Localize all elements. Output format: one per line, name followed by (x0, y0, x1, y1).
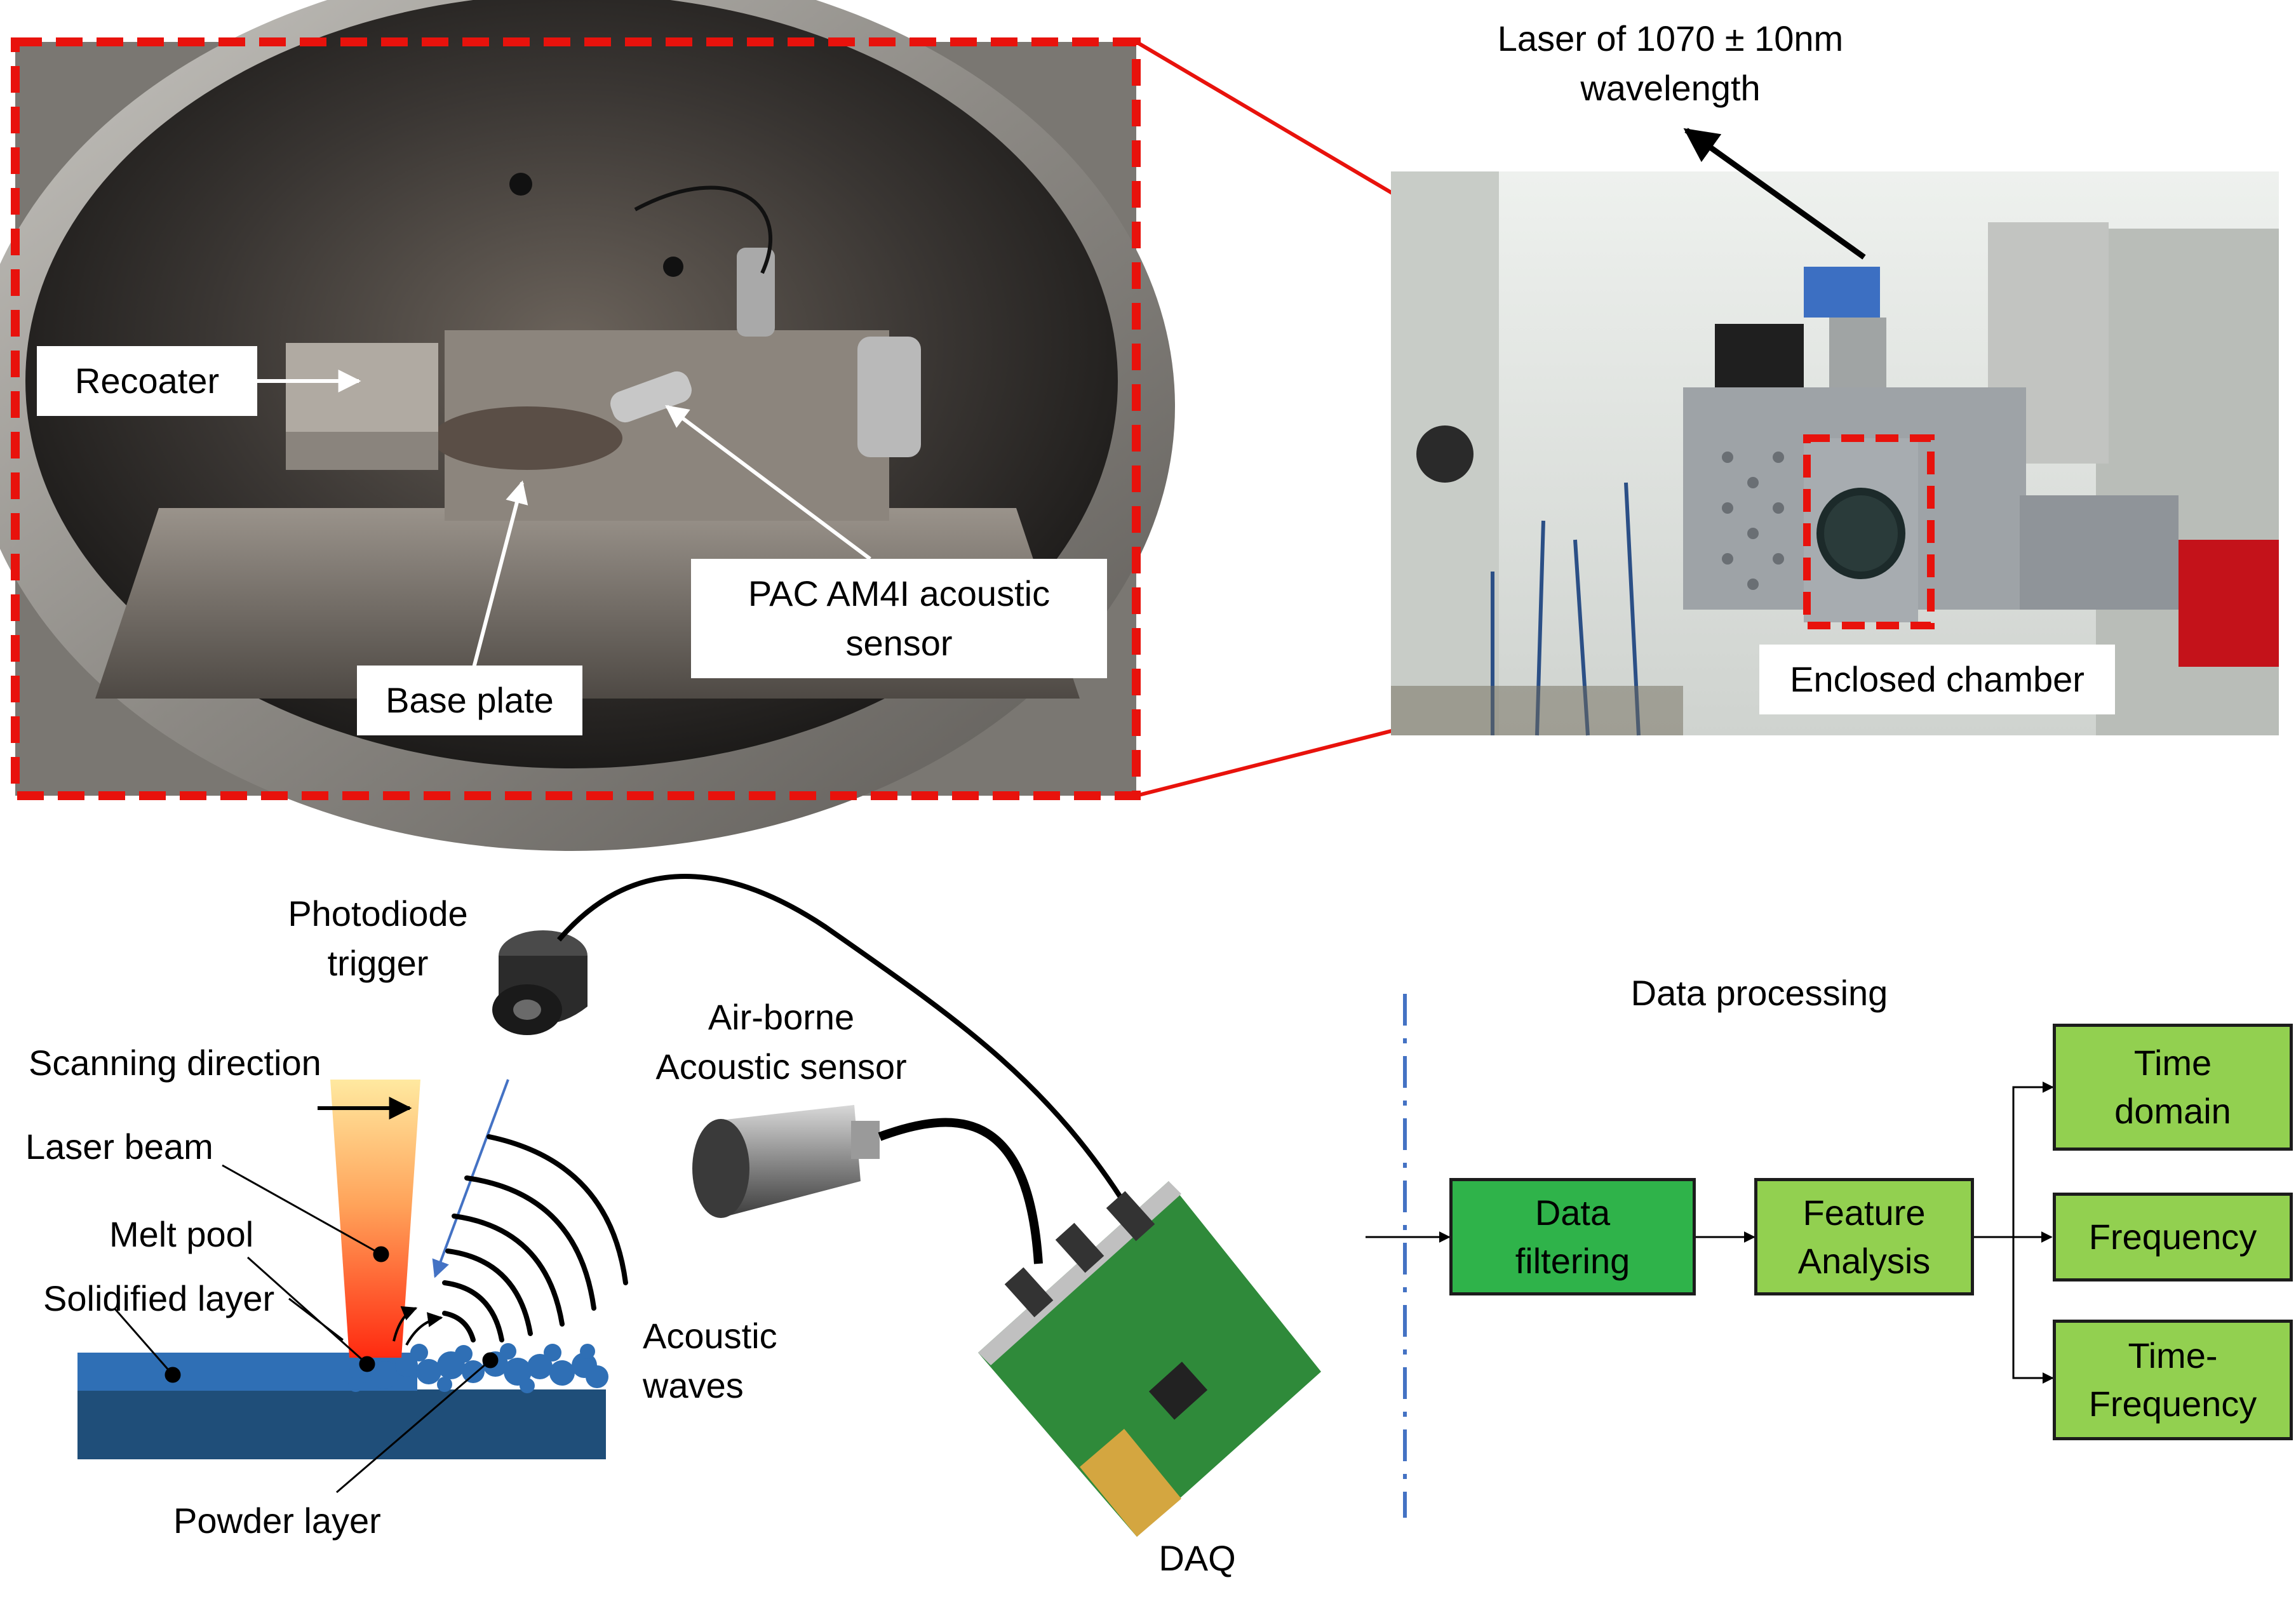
feature-analysis-line2: Analysis (1797, 1240, 1931, 1281)
recoater-label-box: Recoater (37, 346, 257, 416)
airborne-sensor-device (692, 1105, 880, 1218)
time-domain-line2: domain (2114, 1091, 2231, 1131)
base-plate-label-box: Base plate (357, 666, 582, 735)
photodiode-label-line2: trigger (327, 943, 429, 983)
melt-pool-label: Melt pool (109, 1214, 254, 1254)
sensor-label-box: PAC AM4I acoustic sensor (691, 559, 1107, 678)
feature-analysis-line1: Feature (1803, 1192, 1926, 1233)
sensor-cable (878, 1118, 1043, 1264)
spatter-arrow-1 (405, 1312, 443, 1346)
acoustic-waves-label: Acoustic waves (643, 1311, 777, 1410)
laser-label: Laser of 1070 ± 10nm wavelength (1448, 14, 1893, 113)
photodiode-label: Photodiode trigger (251, 889, 505, 988)
recoater-label: Recoater (74, 361, 220, 401)
acoustic-waves-line2: waves (643, 1365, 744, 1405)
base-plate-arrow (471, 480, 528, 671)
data-filtering-line2: filtering (1515, 1240, 1630, 1281)
leader-lines (113, 1164, 499, 1494)
airborne-sensor-label: Air-borne Acoustic sensor (635, 993, 927, 1092)
photodiode-label-line1: Photodiode (288, 893, 468, 933)
laser-beam-label: Laser beam (25, 1127, 213, 1167)
data-processing-title: Data processing (1630, 973, 1888, 1013)
chamber-photo (0, 0, 1175, 851)
frequency-label: Frequency (2088, 1217, 2257, 1257)
sensor-label-line1: PAC AM4I acoustic (748, 573, 1051, 613)
laser-arrow (1683, 128, 1866, 260)
powder-layer-label: Powder layer (173, 1501, 381, 1541)
sensor-arrow (665, 405, 871, 561)
daq-card (978, 1181, 1321, 1537)
spatter-arrow-2 (393, 1306, 418, 1342)
time-frequency-line1: Time- (2128, 1335, 2218, 1375)
solidified-layer-label: Solidified layer (43, 1278, 275, 1318)
enclosed-chamber-label: Enclosed chamber (1790, 659, 2085, 699)
airborne-sensor-line2: Acoustic sensor (655, 1047, 907, 1087)
sensor-label-line2: sensor (845, 623, 953, 663)
machine-photo (1391, 171, 2279, 736)
frequency-box: Frequency (2053, 1193, 2293, 1281)
scanning-direction-label: Scanning direction (29, 1043, 321, 1083)
data-filtering-line1: Data (1534, 1192, 1611, 1233)
laser-label-line1: Laser of 1070 ± 10nm (1497, 18, 1844, 58)
base-plate-label: Base plate (386, 680, 554, 720)
daq-label: DAQ (1158, 1538, 1236, 1578)
photodiode-cable (556, 874, 1133, 1215)
photodiode-device (492, 930, 587, 1035)
time-frequency-line2: Frequency (2088, 1384, 2257, 1424)
acoustic-waves-line1: Acoustic (643, 1316, 777, 1356)
time-frequency-box: Time- Frequency (2053, 1320, 2293, 1440)
airborne-sensor-line1: Air-borne (708, 997, 855, 1037)
laser-beam-cone (330, 1080, 420, 1358)
feature-analysis-box: Feature Analysis (1754, 1178, 1974, 1295)
powder-layer-particles (348, 1343, 608, 1393)
enclosed-chamber-label-box: Enclosed chamber (1759, 645, 2115, 714)
flow-arrows (1366, 1081, 2054, 1384)
acoustic-waves (442, 1134, 628, 1342)
time-domain-line1: Time (2133, 1043, 2212, 1083)
time-domain-box: Time domain (2053, 1024, 2293, 1151)
data-filtering-box: Data filtering (1449, 1178, 1696, 1295)
laser-label-line2: wavelength (1580, 68, 1761, 108)
